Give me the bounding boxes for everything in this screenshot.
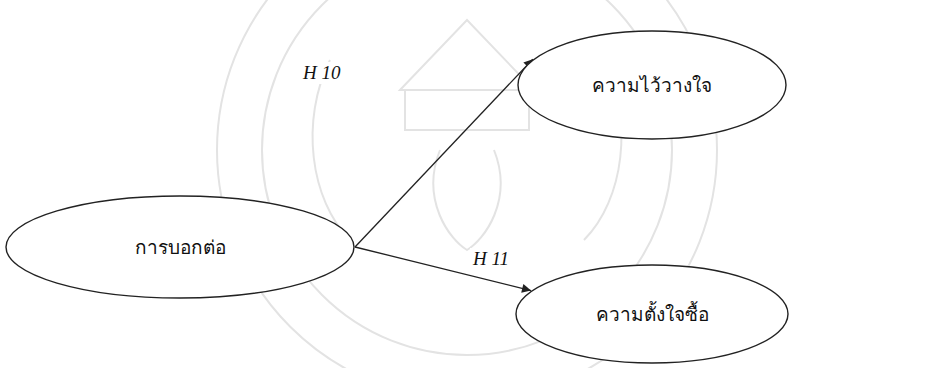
- node-label: การบอกต่อ: [135, 232, 226, 262]
- ellipse-node: ความไว้วางใจ: [517, 30, 787, 140]
- node-label: ความไว้วางใจ: [592, 70, 712, 100]
- node-label: ความตั้งใจซื้อ: [596, 299, 709, 329]
- arrow-connector: [355, 59, 533, 247]
- ellipse-node: ความตั้งใจซื้อ: [515, 264, 789, 364]
- hypothesis-label: H 10: [300, 62, 343, 84]
- arrow-connector: [355, 247, 531, 291]
- hypothesis-label: H 11: [470, 248, 512, 270]
- ellipse-node: การบอกต่อ: [5, 195, 355, 299]
